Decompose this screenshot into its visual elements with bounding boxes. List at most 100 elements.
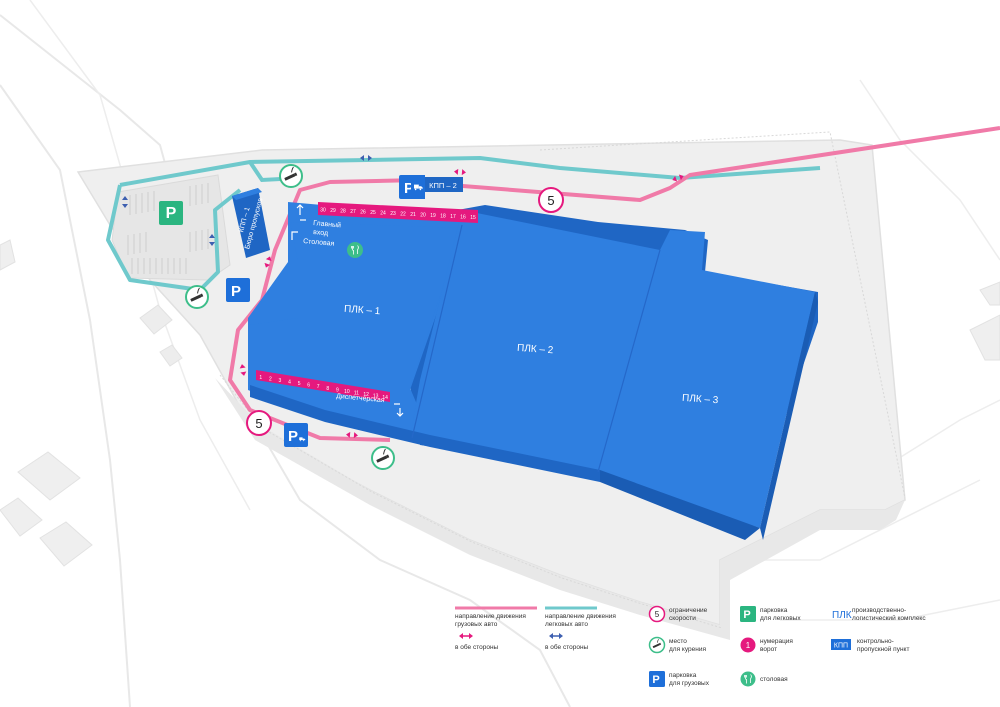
legend-speed-value: 5 bbox=[655, 610, 660, 619]
plk1-label: ПЛК – 1 bbox=[344, 304, 381, 318]
legend-speed-icon: 5 bbox=[648, 605, 666, 623]
legend-gate-num-text-2: ворот bbox=[760, 646, 777, 653]
legend-truck-parking-letter: P bbox=[652, 674, 659, 686]
gates-bottom-strip bbox=[256, 370, 390, 402]
building-separators bbox=[411, 224, 661, 473]
gate-number: 20 bbox=[420, 212, 426, 218]
gate-number: 9 bbox=[336, 387, 339, 393]
legend-truck-route-text-2: грузовых авто bbox=[455, 621, 498, 628]
gate-number: 13 bbox=[373, 394, 379, 400]
speed-limit-value: 5 bbox=[547, 193, 554, 208]
both-way-arrow bbox=[672, 174, 684, 182]
gate-number: 17 bbox=[450, 214, 456, 220]
legend-truck-parking-text-2: для грузовых bbox=[669, 680, 710, 687]
legend-car-both-text: в обе стороны bbox=[545, 643, 589, 651]
legend-gate-num-text-1: нумерация bbox=[760, 638, 793, 645]
legend-kpp-abbr: КПП bbox=[834, 643, 848, 650]
surrounding-buildings bbox=[0, 239, 1000, 567]
plk3-label: ПЛК – 3 bbox=[682, 393, 719, 407]
smoking-icon bbox=[185, 285, 209, 309]
both-way-arrow bbox=[346, 431, 358, 439]
gate-number: 19 bbox=[430, 213, 436, 219]
truck-route bbox=[228, 126, 1000, 442]
legend-gate-number-icon: 1 bbox=[740, 637, 756, 653]
gate-number: 1 bbox=[259, 375, 262, 381]
both-way-arrow bbox=[360, 155, 372, 161]
kpp2-label: КПП – 2 bbox=[429, 181, 457, 190]
gate-number: 24 bbox=[380, 210, 386, 216]
gate-number: 6 bbox=[307, 383, 310, 389]
parking-letter: P bbox=[288, 428, 298, 445]
legend-speed-text-2: скорости bbox=[669, 615, 696, 622]
smoking-icon bbox=[279, 164, 303, 188]
legend-smoking-icon bbox=[648, 636, 666, 654]
gate-number: 2 bbox=[269, 376, 272, 382]
legend: направление движения грузовых авто в обе… bbox=[455, 605, 926, 687]
dispatch-label: Диспетчерская bbox=[336, 393, 385, 404]
gate-number: 28 bbox=[340, 208, 346, 214]
legend-car-parking-text-2: для легковых bbox=[760, 615, 801, 622]
legend-truck-route-text-1: направление движения bbox=[455, 613, 526, 620]
gate-number: 29 bbox=[330, 208, 336, 214]
gate-number: 14 bbox=[382, 395, 388, 401]
gate-number: 27 bbox=[350, 209, 356, 215]
both-way-arrow bbox=[454, 168, 466, 176]
smoking-icon bbox=[371, 446, 395, 470]
truck-parking-icon: P bbox=[284, 423, 308, 447]
direction-arrows bbox=[122, 155, 684, 439]
legend-kpp-badge: КПП bbox=[831, 639, 851, 650]
plk2-building bbox=[410, 210, 660, 470]
building-walls bbox=[250, 292, 818, 540]
plk2-label: ПЛК – 2 bbox=[517, 343, 554, 357]
gate-number: 11 bbox=[354, 391, 359, 397]
kpp1-building bbox=[232, 188, 270, 258]
gates-top-strip bbox=[318, 202, 478, 223]
speed-limit-icon: 5 bbox=[538, 187, 564, 213]
legend-car-route-text-2: легковых авто bbox=[545, 621, 588, 628]
legend-plk-text-2: логистический комплекс bbox=[852, 614, 926, 622]
gate-number: 12 bbox=[363, 392, 369, 398]
canteen-label: Столовая bbox=[303, 238, 335, 248]
parking-letter: P bbox=[231, 283, 241, 300]
gate-number: 16 bbox=[460, 214, 466, 220]
gate-number: 23 bbox=[390, 211, 396, 217]
gate-number: 10 bbox=[344, 389, 350, 395]
legend-canteen-icon bbox=[740, 671, 756, 687]
legend-canteen-text: столовая bbox=[760, 676, 788, 683]
legend-car-parking-text-1: парковка bbox=[760, 607, 788, 614]
gate-number: 18 bbox=[440, 213, 446, 219]
parking-letter: P bbox=[404, 180, 414, 197]
gate-number: 3 bbox=[279, 378, 282, 384]
both-way-arrow bbox=[239, 364, 247, 376]
both-way-arrow bbox=[264, 256, 272, 268]
legend-kpp-text-1: контрольно- bbox=[857, 638, 894, 645]
both-way-arrow bbox=[209, 234, 215, 246]
kpp2-building bbox=[423, 177, 463, 192]
legend-truck-parking-text-1: парковка bbox=[669, 672, 697, 679]
legend-car-both-arrow bbox=[549, 633, 563, 639]
legend-speed-text-1: ограничение bbox=[669, 607, 708, 614]
legend-smoke-text-1: место bbox=[669, 638, 687, 645]
both-way-arrow bbox=[122, 196, 128, 208]
car-parking-icon: P bbox=[159, 201, 183, 225]
legend-kpp-text-2: пропускной пункт bbox=[857, 645, 909, 653]
gate-number: 30 bbox=[320, 207, 326, 213]
legend-truck-both-arrow bbox=[459, 633, 473, 639]
gate-number: 15 bbox=[470, 215, 476, 221]
entrance-arrows bbox=[291, 204, 404, 417]
gate-number: 26 bbox=[360, 209, 366, 215]
truck-parking-icon: P bbox=[226, 278, 250, 302]
legend-truck-both-text: в обе стороны bbox=[455, 643, 499, 651]
gate-number: 22 bbox=[400, 211, 406, 217]
speed-limit-icon: 5 bbox=[246, 410, 272, 436]
main-entrance-label-2: вход bbox=[313, 229, 329, 237]
legend-plk-text-1: производственно- bbox=[852, 607, 906, 614]
legend-gate-number-value: 1 bbox=[746, 641, 751, 650]
car-parking-letter: P bbox=[166, 205, 177, 222]
car-parking-area bbox=[111, 174, 231, 281]
plk3-building bbox=[598, 230, 815, 528]
legend-car-parking-letter: P bbox=[743, 609, 750, 621]
